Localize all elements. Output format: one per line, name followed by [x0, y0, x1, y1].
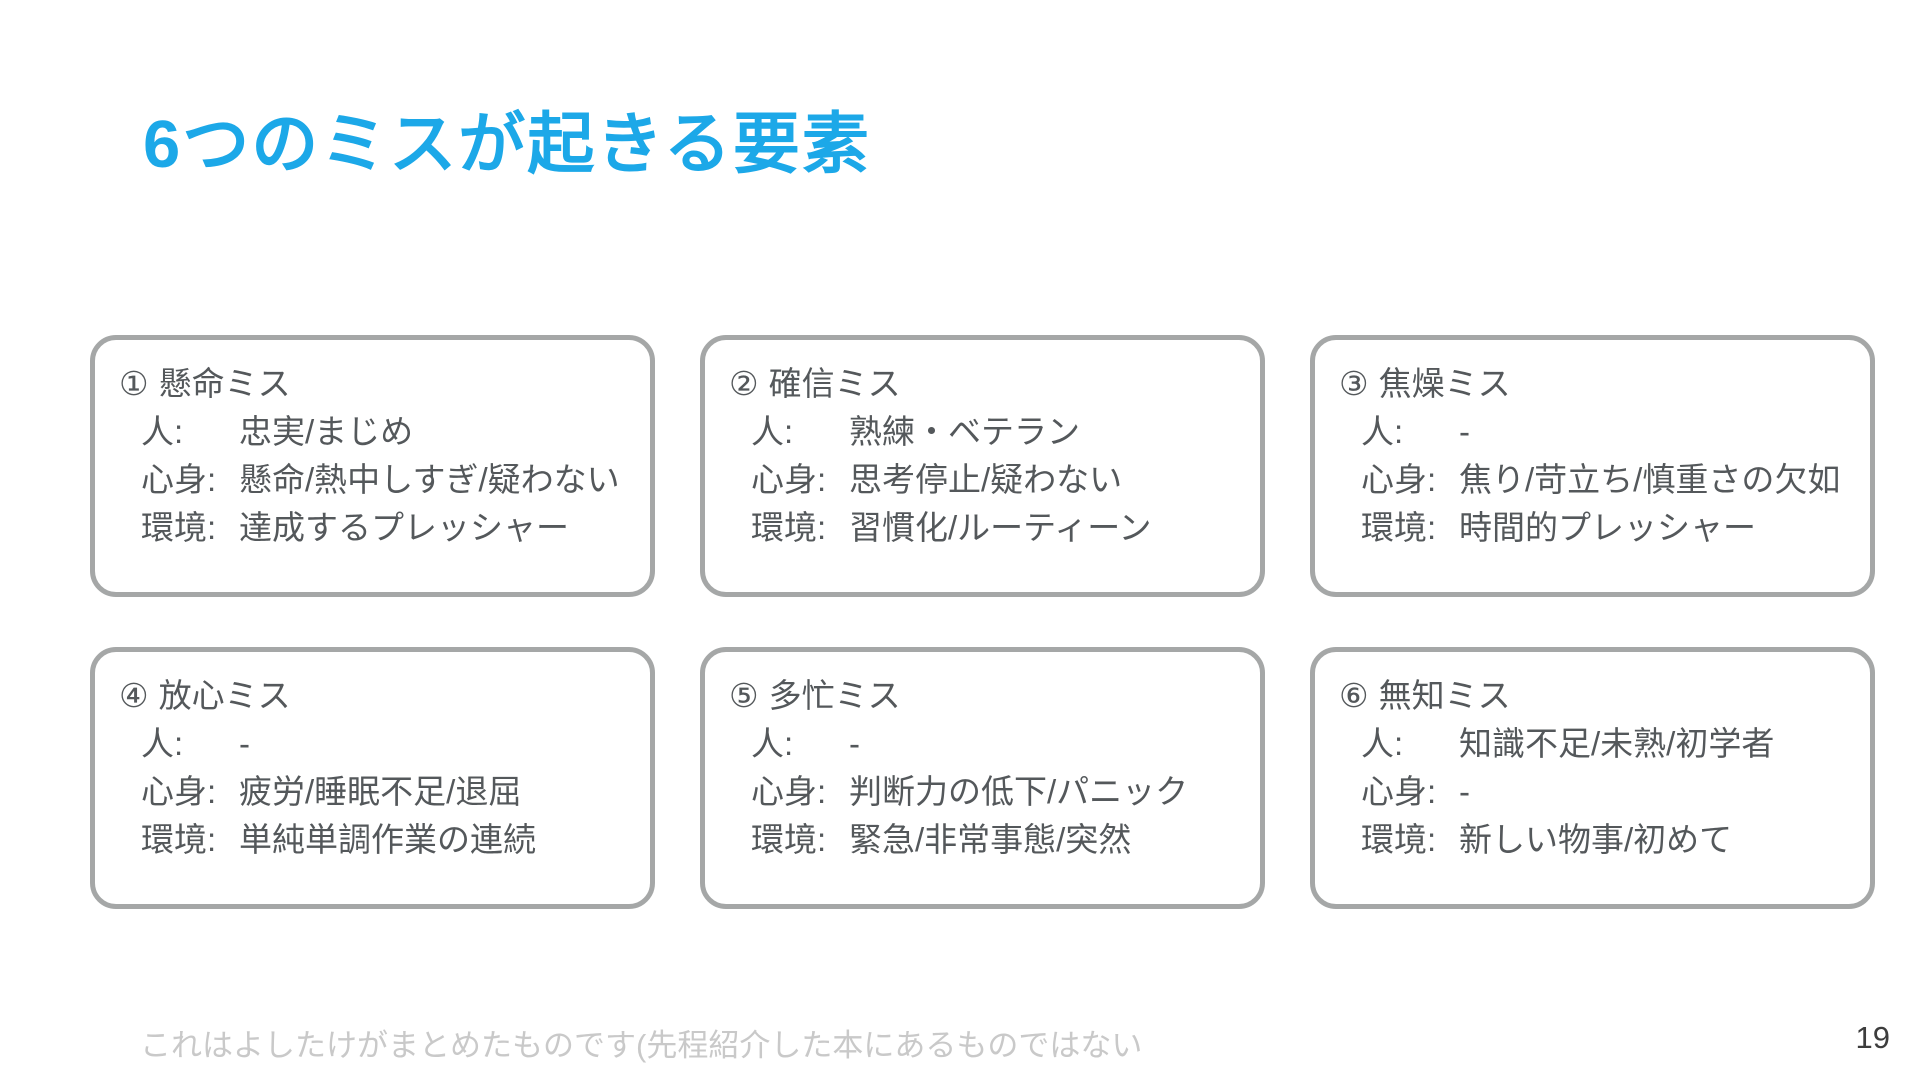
- environment-row: 環境: 新しい物事/初めて: [1339, 816, 1846, 864]
- environment-label: 環境:: [141, 509, 217, 546]
- environment-row: 環境: 達成するプレッシャー: [119, 504, 626, 552]
- page-number: 19: [1855, 1020, 1890, 1055]
- person-value: 忠実/まじめ: [239, 413, 414, 450]
- person-label: 人:: [1361, 725, 1404, 762]
- mistake-name: 懸命ミス: [158, 365, 291, 402]
- mind-body-value: 疲労/睡眠不足/退屈: [239, 773, 522, 810]
- environment-value: 緊急/非常事態/突然: [849, 821, 1132, 858]
- mind-body-row: 心身: -: [1339, 768, 1846, 816]
- mind-body-label: 心身:: [141, 461, 217, 498]
- mind-body-label: 心身:: [1361, 773, 1437, 810]
- page-title: 6つのミスが起きる要素: [143, 107, 871, 182]
- person-row: 人: 知識不足/未熟/初学者: [1339, 720, 1846, 768]
- person-label: 人:: [141, 413, 184, 450]
- person-value: 熟練・ベテラン: [849, 413, 1080, 450]
- environment-value: 習慣化/ルーティーン: [849, 509, 1152, 546]
- circled-number-icon: ⑥: [1339, 677, 1369, 714]
- mind-body-label: 心身:: [1361, 461, 1437, 498]
- mind-body-row: 心身: 判断力の低下/パニック: [729, 768, 1236, 816]
- circled-number-icon: ④: [119, 677, 149, 714]
- person-value: -: [849, 725, 860, 762]
- person-label: 人:: [751, 413, 794, 450]
- circled-number-icon: ⑤: [729, 677, 759, 714]
- mistake-name: 無知ミス: [1378, 677, 1511, 714]
- environment-row: 環境: 習慣化/ルーティーン: [729, 504, 1236, 552]
- mind-body-value: 焦り/苛立ち/慎重さの欠如: [1459, 461, 1841, 498]
- circled-number-icon: ②: [729, 365, 759, 402]
- environment-label: 環境:: [751, 821, 827, 858]
- person-row: 人: 忠実/まじめ: [119, 408, 626, 456]
- environment-value: 時間的プレッシャー: [1459, 509, 1756, 546]
- mind-body-row: 心身: 思考停止/疑わない: [729, 456, 1236, 504]
- person-value: -: [1459, 413, 1470, 450]
- mind-body-row: 心身: 懸命/熱中しすぎ/疑わない: [119, 456, 626, 504]
- person-label: 人:: [751, 725, 794, 762]
- mind-body-row: 心身: 焦り/苛立ち/慎重さの欠如: [1339, 456, 1846, 504]
- environment-value: 新しい物事/初めて: [1459, 821, 1733, 858]
- environment-value: 達成するプレッシャー: [239, 509, 569, 546]
- mistake-name: 放心ミス: [158, 677, 291, 714]
- circled-number-icon: ①: [119, 365, 149, 402]
- person-row: 人: -: [119, 720, 626, 768]
- mind-body-value: -: [1459, 773, 1470, 810]
- mistake-name: 確信ミス: [768, 365, 901, 402]
- person-value: 知識不足/未熟/初学者: [1459, 725, 1775, 762]
- environment-label: 環境:: [1361, 509, 1437, 546]
- footer-note: これはよしたけがまとめたものです(先程紹介した本にあるものではない: [140, 1028, 1143, 1063]
- mind-body-value: 判断力の低下/パニック: [849, 773, 1189, 810]
- mind-body-label: 心身:: [751, 773, 827, 810]
- mind-body-label: 心身:: [751, 461, 827, 498]
- person-row: 人: -: [1339, 408, 1846, 456]
- person-label: 人:: [141, 725, 184, 762]
- mind-body-value: 思考停止/疑わない: [849, 461, 1123, 498]
- environment-row: 環境: 時間的プレッシャー: [1339, 504, 1846, 552]
- circled-number-icon: ③: [1339, 365, 1369, 402]
- environment-row: 環境: 単純単調作業の連続: [119, 816, 626, 864]
- mistake-name: 多忙ミス: [768, 677, 901, 714]
- mind-body-label: 心身:: [141, 773, 217, 810]
- environment-label: 環境:: [751, 509, 827, 546]
- person-row: 人: 熟練・ベテラン: [729, 408, 1236, 456]
- mistake-name: 焦燥ミス: [1378, 365, 1511, 402]
- environment-value: 単純単調作業の連続: [239, 821, 536, 858]
- mind-body-value: 懸命/熱中しすぎ/疑わない: [239, 461, 620, 498]
- person-row: 人: -: [729, 720, 1236, 768]
- environment-label: 環境:: [1361, 821, 1437, 858]
- mind-body-row: 心身: 疲労/睡眠不足/退屈: [119, 768, 626, 816]
- person-value: -: [239, 725, 250, 762]
- environment-row: 環境: 緊急/非常事態/突然: [729, 816, 1236, 864]
- environment-label: 環境:: [141, 821, 217, 858]
- person-label: 人:: [1361, 413, 1404, 450]
